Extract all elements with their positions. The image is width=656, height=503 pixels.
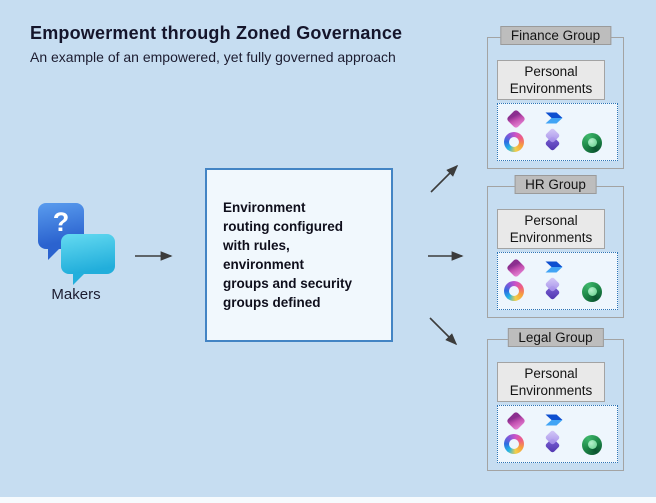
group-label-hr: HR Group: [514, 175, 597, 194]
makers-label: Makers: [51, 286, 101, 303]
personal-environments-label: Personal Environments: [497, 362, 605, 402]
group-box-legal: Legal Group Personal Environments: [487, 328, 624, 471]
personal-environments-zone: [497, 252, 618, 310]
question-mark: ?: [52, 207, 70, 237]
personal-environments-label: Personal Environments: [497, 209, 605, 249]
page-title: Empowerment through Zoned Governance: [30, 23, 403, 43]
copilot-icon: [504, 281, 524, 301]
power-pages-icon: [582, 282, 602, 302]
power-automate-icon: [544, 108, 564, 128]
power-apps-icon: [506, 411, 526, 431]
environment-routing-text: Environment routing configured with rule…: [223, 200, 353, 310]
environment-routing-box: Environment routing configured with rule…: [205, 168, 393, 342]
power-automate-icon: [544, 410, 564, 430]
copilot-studio-icon: [543, 276, 563, 301]
arrow-routing-to-legal: [429, 317, 458, 346]
copilot-icon: [504, 434, 524, 454]
power-apps-icon: [506, 258, 526, 278]
power-apps-icon: [506, 109, 526, 129]
personal-environments-zone: [497, 405, 618, 463]
copilot-studio-icon: [543, 429, 563, 454]
group-label-finance: Finance Group: [499, 26, 612, 45]
group-label-legal: Legal Group: [507, 328, 604, 347]
power-pages-icon: [582, 435, 602, 455]
power-pages-icon: [582, 133, 602, 153]
power-automate-icon: [544, 257, 564, 277]
personal-environments-label: Personal Environments: [497, 60, 605, 100]
chat-bubble-icon: [61, 234, 115, 285]
page-subtitle: An example of an empowered, yet fully go…: [30, 49, 396, 65]
arrow-routing-to-finance: [430, 164, 459, 193]
group-box-finance: Finance Group Personal Environments: [487, 26, 624, 169]
copilot-studio-icon: [543, 127, 563, 152]
copilot-icon: [504, 132, 524, 152]
personal-environments-zone: [497, 103, 618, 161]
bottom-edge-strip: [0, 497, 656, 503]
group-box-hr: HR Group Personal Environments: [487, 175, 624, 318]
